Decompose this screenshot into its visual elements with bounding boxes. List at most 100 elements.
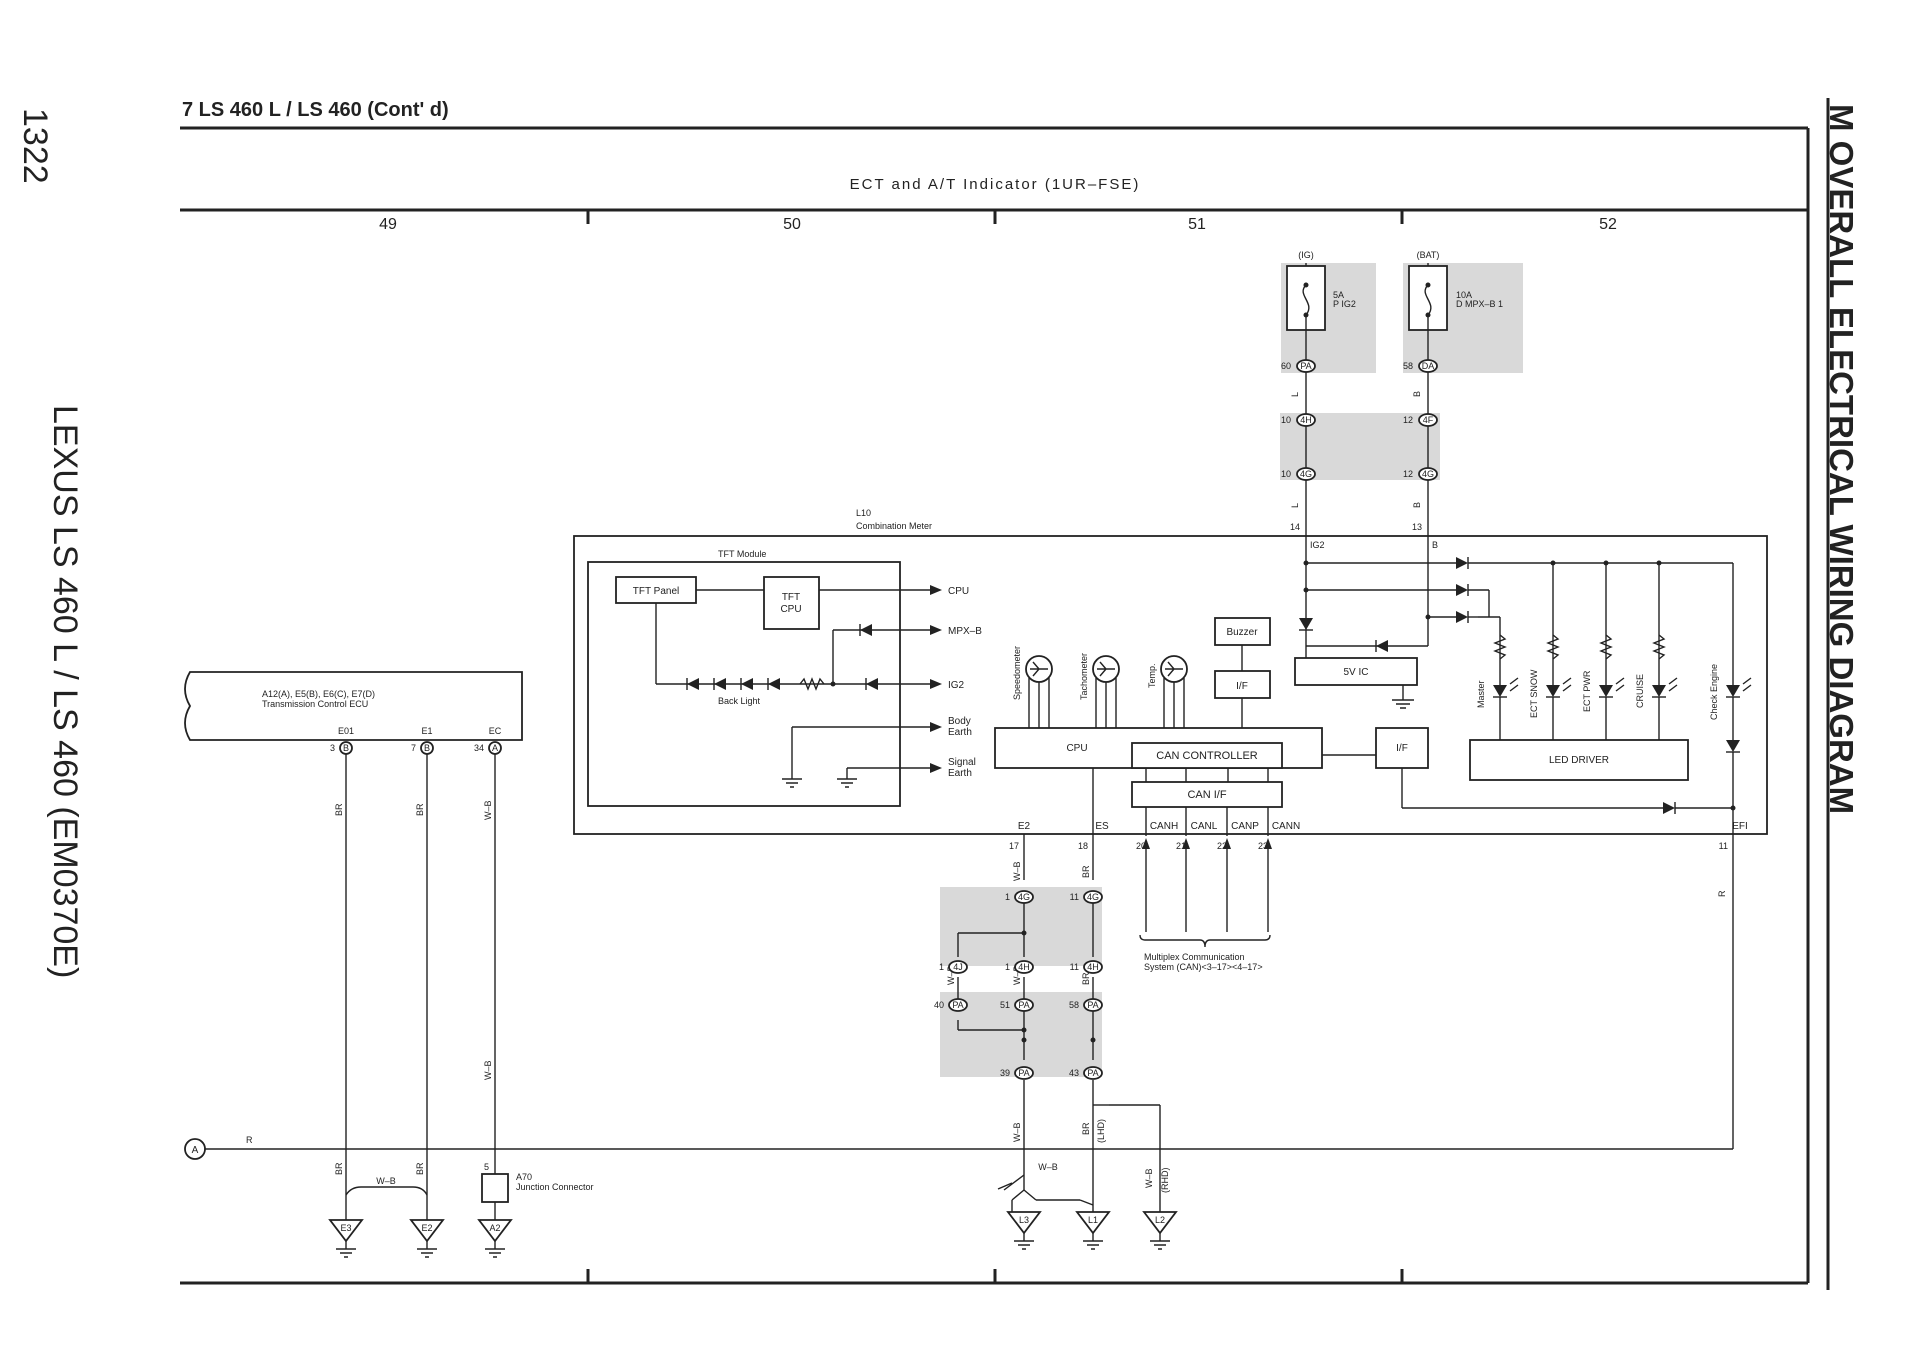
connector-40-pa: 40 PA [934, 998, 968, 1012]
buzzer-box [1214, 617, 1271, 646]
svg-text:PA: PA [1018, 1000, 1029, 1010]
svg-text:Temp.: Temp. [1147, 663, 1157, 688]
ground-a2: A2 [477, 1219, 513, 1258]
svg-text:BR: BR [1081, 865, 1091, 878]
svg-text:4H: 4H [1300, 415, 1312, 425]
can-controller-label: CAN CONTROLLER [1156, 750, 1258, 762]
page-frame [180, 98, 1830, 1290]
svg-text:(BAT): (BAT) [1417, 250, 1440, 260]
svg-text:W–B: W–B [946, 965, 956, 985]
ground-l2: L2 [1142, 1211, 1178, 1250]
svg-text:BR: BR [334, 1162, 344, 1175]
gauge-temp: Temp. [1147, 655, 1188, 728]
ground-l3: L3 [1006, 1211, 1042, 1250]
svg-text:PA: PA [1018, 1068, 1029, 1078]
svg-text:W–B: W–B [1012, 1122, 1022, 1142]
svg-text:A70: A70 [516, 1172, 532, 1182]
svg-text:Check Engine: Check Engine [1709, 664, 1719, 720]
e2-es-junction-network: W–B BR W–B W–B BR W–B BR (LHD) W–B (RHD)… [946, 768, 1170, 1212]
svg-text:4F: 4F [1423, 415, 1434, 425]
svg-text:MPX–B: MPX–B [948, 626, 982, 637]
pin-17: 17 [1009, 841, 1019, 851]
connector-11-4g: 11 4G [1070, 890, 1103, 904]
svg-text:BR: BR [334, 803, 344, 816]
ic-5v-box [1294, 657, 1418, 686]
svg-text:ECT PWR: ECT PWR [1582, 670, 1592, 712]
pin-es: ES [1095, 821, 1109, 832]
svg-text:(LHD): (LHD) [1096, 1119, 1106, 1143]
buzzer-if-box [1214, 670, 1271, 699]
led-driver-label: LED DRIVER [1549, 755, 1609, 766]
svg-text:D MPX–B 1: D MPX–B 1 [1456, 299, 1503, 309]
svg-text:Body: Body [948, 716, 971, 727]
svg-text:E2: E2 [421, 1223, 432, 1233]
svg-text:4J: 4J [953, 962, 963, 972]
svg-text:B: B [1412, 391, 1422, 397]
reference-line-r: A R [184, 1135, 1734, 1160]
connector-60-pa: 60 PA [1281, 359, 1316, 373]
junction-connector-a70: 5 A70 Junction Connector [481, 1162, 594, 1220]
svg-text:4G: 4G [1018, 892, 1030, 902]
svg-text:W–B: W–B [1144, 1168, 1154, 1188]
svg-text:IG2: IG2 [948, 680, 965, 691]
ground-e3: E3 [328, 1219, 364, 1258]
transmission-control-ecu: A12(A), E5(B), E6(C), E7(D) Transmission… [184, 671, 523, 741]
svg-text:P IG2: P IG2 [1333, 299, 1356, 309]
buzzer-label: Buzzer [1226, 627, 1258, 638]
svg-text:4G: 4G [1087, 892, 1099, 902]
svg-text:Earth: Earth [948, 768, 972, 779]
svg-text:B: B [424, 743, 430, 753]
can-if-label: CAN I/F [1187, 789, 1226, 801]
svg-text:R: R [246, 1135, 253, 1145]
svg-text:E1: E1 [421, 726, 432, 736]
svg-text:PA: PA [1300, 361, 1311, 371]
pin-23: 23 [1258, 841, 1268, 851]
svg-text:TFT: TFT [782, 592, 800, 603]
pin-canh: CANH [1150, 821, 1178, 832]
svg-text:A: A [492, 743, 498, 753]
ecu-pin-ec: 34 A W–B W–B [474, 741, 502, 1174]
svg-text:39: 39 [1000, 1068, 1010, 1078]
svg-text:Earth: Earth [948, 727, 972, 738]
pin-efi: EFI [1732, 821, 1748, 832]
svg-text:11: 11 [1070, 962, 1079, 972]
fuse-d-mpx-b1: (BAT) 10A D MPX–B 1 [1408, 250, 1503, 360]
can-controller-box [1131, 742, 1283, 769]
svg-text:10: 10 [1281, 469, 1291, 479]
pin-cann: CANN [1272, 821, 1300, 832]
fuse-p-ig2: (IG) 5A P IG2 [1286, 250, 1356, 360]
can-if-box [1131, 781, 1283, 808]
svg-text:10A: 10A [1456, 290, 1472, 300]
svg-text:(RHD): (RHD) [1160, 1168, 1170, 1194]
multiplex-label-1: Multiplex Communication [1144, 952, 1245, 962]
connector-51-pa: 51 PA [1000, 998, 1034, 1012]
svg-text:51: 51 [1000, 1000, 1010, 1010]
svg-text:W–B: W–B [1038, 1162, 1058, 1172]
svg-text:34: 34 [474, 743, 484, 753]
svg-text:58: 58 [1403, 361, 1413, 371]
grid-column-49: 49 [379, 216, 397, 233]
svg-text:10: 10 [1281, 415, 1291, 425]
svg-text:4G: 4G [1300, 469, 1312, 479]
svg-text:43: 43 [1069, 1068, 1079, 1078]
efi-wire-r: R [1717, 890, 1727, 897]
svg-text:1: 1 [1005, 892, 1010, 902]
svg-text:DA: DA [1422, 361, 1435, 371]
svg-text:BR: BR [1081, 1122, 1091, 1135]
ic-5v-label: 5V IC [1343, 667, 1368, 678]
svg-text:1: 1 [939, 962, 944, 972]
meter-cpu-label: CPU [1066, 743, 1087, 754]
svg-text:E3: E3 [340, 1223, 351, 1233]
meter-pin-ig2: IG2 [1310, 540, 1325, 550]
ground-l1: L1 [1075, 1211, 1111, 1250]
led-ect-pwr: ECT PWR [1582, 560, 1625, 740]
ig2-wire: L L [1290, 360, 1307, 536]
svg-text:L3: L3 [1019, 1215, 1029, 1225]
ground-e2: E2 [409, 1219, 445, 1258]
svg-text:4H: 4H [1018, 962, 1030, 972]
system-title: ECT and A/T Indicator (1UR–FSE) [850, 176, 1141, 193]
buzzer-if-label: I/F [1236, 681, 1248, 692]
connector-1-4j: 1 4J [939, 960, 968, 974]
svg-text:Back Light: Back Light [718, 696, 761, 706]
pin-21: 21 [1176, 841, 1186, 851]
